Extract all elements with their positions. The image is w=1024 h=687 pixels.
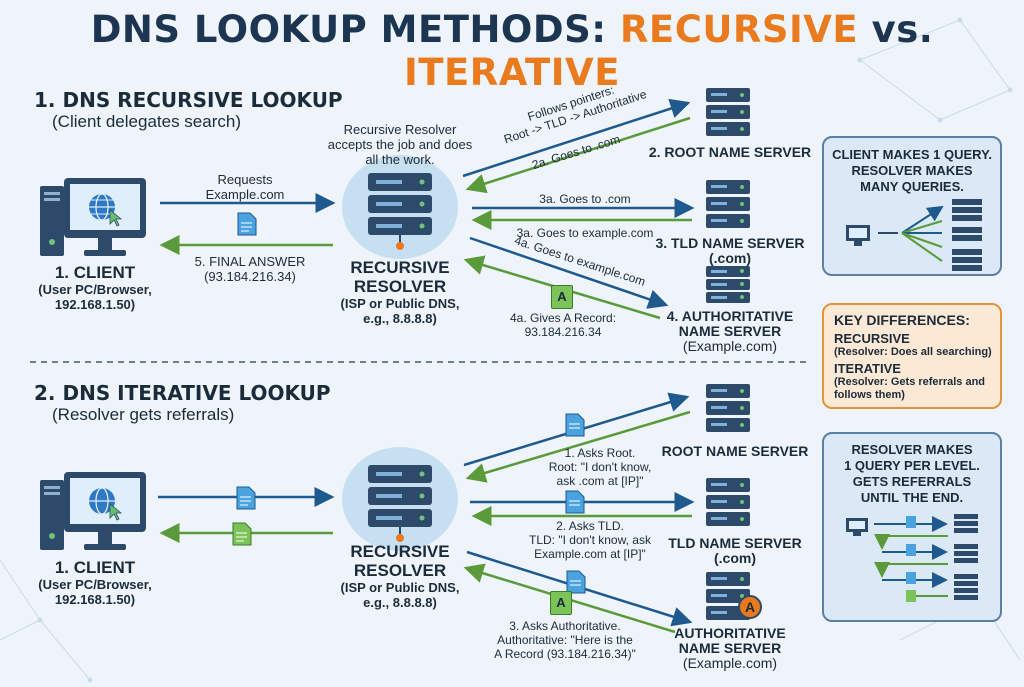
iter-tld-server-icon <box>706 478 750 526</box>
query-document-icon <box>565 490 585 514</box>
auth-server-label: 4. AUTHORITATIVE NAME SERVER (Example.co… <box>666 308 794 354</box>
resolver-note: Recursive Resolver accepts the job and d… <box>327 122 473 167</box>
resolver-label: RECURSIVE RESOLVER (ISP or Public DNS, e… <box>340 258 460 326</box>
title-part-vs: vs. <box>858 8 934 51</box>
arrow-to-root <box>462 98 691 178</box>
arrow-to-auth <box>469 236 669 309</box>
iter-msg-root: 1. Asks Root. Root: "I don't know, ask .… <box>548 446 652 488</box>
iter-root-server-icon <box>706 384 750 432</box>
iter-resolver-server-icon <box>342 447 458 551</box>
iter-client-computer-icon <box>40 472 146 550</box>
title-part-methods: DNS LOOKUP METHODS: <box>90 8 620 51</box>
client-computer-icon <box>40 178 146 256</box>
tld-server-label: 3. TLD NAME SERVER (.com) <box>655 235 805 266</box>
title-part-iterative: ITERATIVE <box>404 51 620 94</box>
iterative-summary-panel: RESOLVER MAKES 1 QUERY PER LEVEL. GETS R… <box>822 432 1002 622</box>
fan-out-diagram <box>846 199 982 271</box>
iterative-section-title: 2. DNS ITERATIVE LOOKUP <box>34 381 331 405</box>
document-icon <box>237 212 257 236</box>
arrow-from-root <box>465 116 691 194</box>
arrow-iter-from-root <box>465 410 691 483</box>
key-differences-panel: KEY DIFFERENCES: RECURSIVE (Resolver: Do… <box>822 303 1002 409</box>
resolver-server-icon <box>342 155 458 259</box>
iter-msg-auth: 3. Asks Authoritative. Authoritative: "H… <box>494 619 636 661</box>
client-label: 1. CLIENT (User PC/Browser, 192.168.1.50… <box>10 263 180 312</box>
iter-root-server-label: ROOT NAME SERVER <box>661 443 809 459</box>
query-document-icon <box>236 486 256 510</box>
page-title: DNS LOOKUP METHODS: RECURSIVE vs. ITERAT… <box>0 8 1024 94</box>
iter-auth-server-label: AUTHORITATIVE NAME SERVER (Example.com) <box>674 625 786 671</box>
iterative-section-subtitle: (Resolver gets referrals) <box>52 405 235 424</box>
client-detail: (User PC/Browser, <box>38 282 152 297</box>
recursive-section-title: 1. DNS RECURSIVE LOOKUP <box>34 88 343 112</box>
title-part-recursive: RECURSIVE <box>619 8 859 51</box>
iter-client-label: 1. CLIENT (User PC/Browser, 192.168.1.50… <box>38 558 152 607</box>
msg-3a-back: 3a. Goes to example.com <box>516 226 654 240</box>
root-server-icon <box>706 88 750 136</box>
query-document-icon <box>566 570 586 594</box>
auth-server-icon <box>706 266 750 303</box>
iter-resolver-label: RECURSIVE RESOLVER (ISP or Public DNS, e… <box>340 542 460 610</box>
answer-document-icon <box>232 522 252 546</box>
tld-server-icon <box>706 180 750 228</box>
auth-record-badge: A <box>738 595 762 619</box>
recursive-summary-panel: CLIENT MAKES 1 QUERY. RESOLVER MAKES MAN… <box>822 136 1002 276</box>
recursive-section-subtitle: (Client delegates search) <box>52 112 241 131</box>
msg-3a-out: 3a. Goes to .com <box>539 192 631 206</box>
iter-tld-server-label: TLD NAME SERVER (.com) <box>668 535 802 566</box>
client-ip: 192.168.1.50) <box>54 297 136 312</box>
client-title: 1. CLIENT <box>54 263 136 282</box>
final-answer-label: 5. FINAL ANSWER (93.184.216.34) <box>194 254 306 284</box>
a-record-document-icon: A <box>550 591 572 615</box>
requests-label: Requests Example.com <box>205 172 285 202</box>
key-differences-title: KEY DIFFERENCES: <box>834 312 970 328</box>
query-document-icon <box>565 413 585 437</box>
msg-4a-record: 4a. Gives A Record: 93.184.216.34 <box>509 311 617 339</box>
root-server-label: 2. ROOT NAME SERVER <box>648 144 812 160</box>
a-record-document-icon: A <box>551 285 573 309</box>
step-by-step-diagram <box>846 514 978 602</box>
iter-msg-tld: 2. Asks TLD. TLD: "I don't know, ask Exa… <box>529 519 651 561</box>
